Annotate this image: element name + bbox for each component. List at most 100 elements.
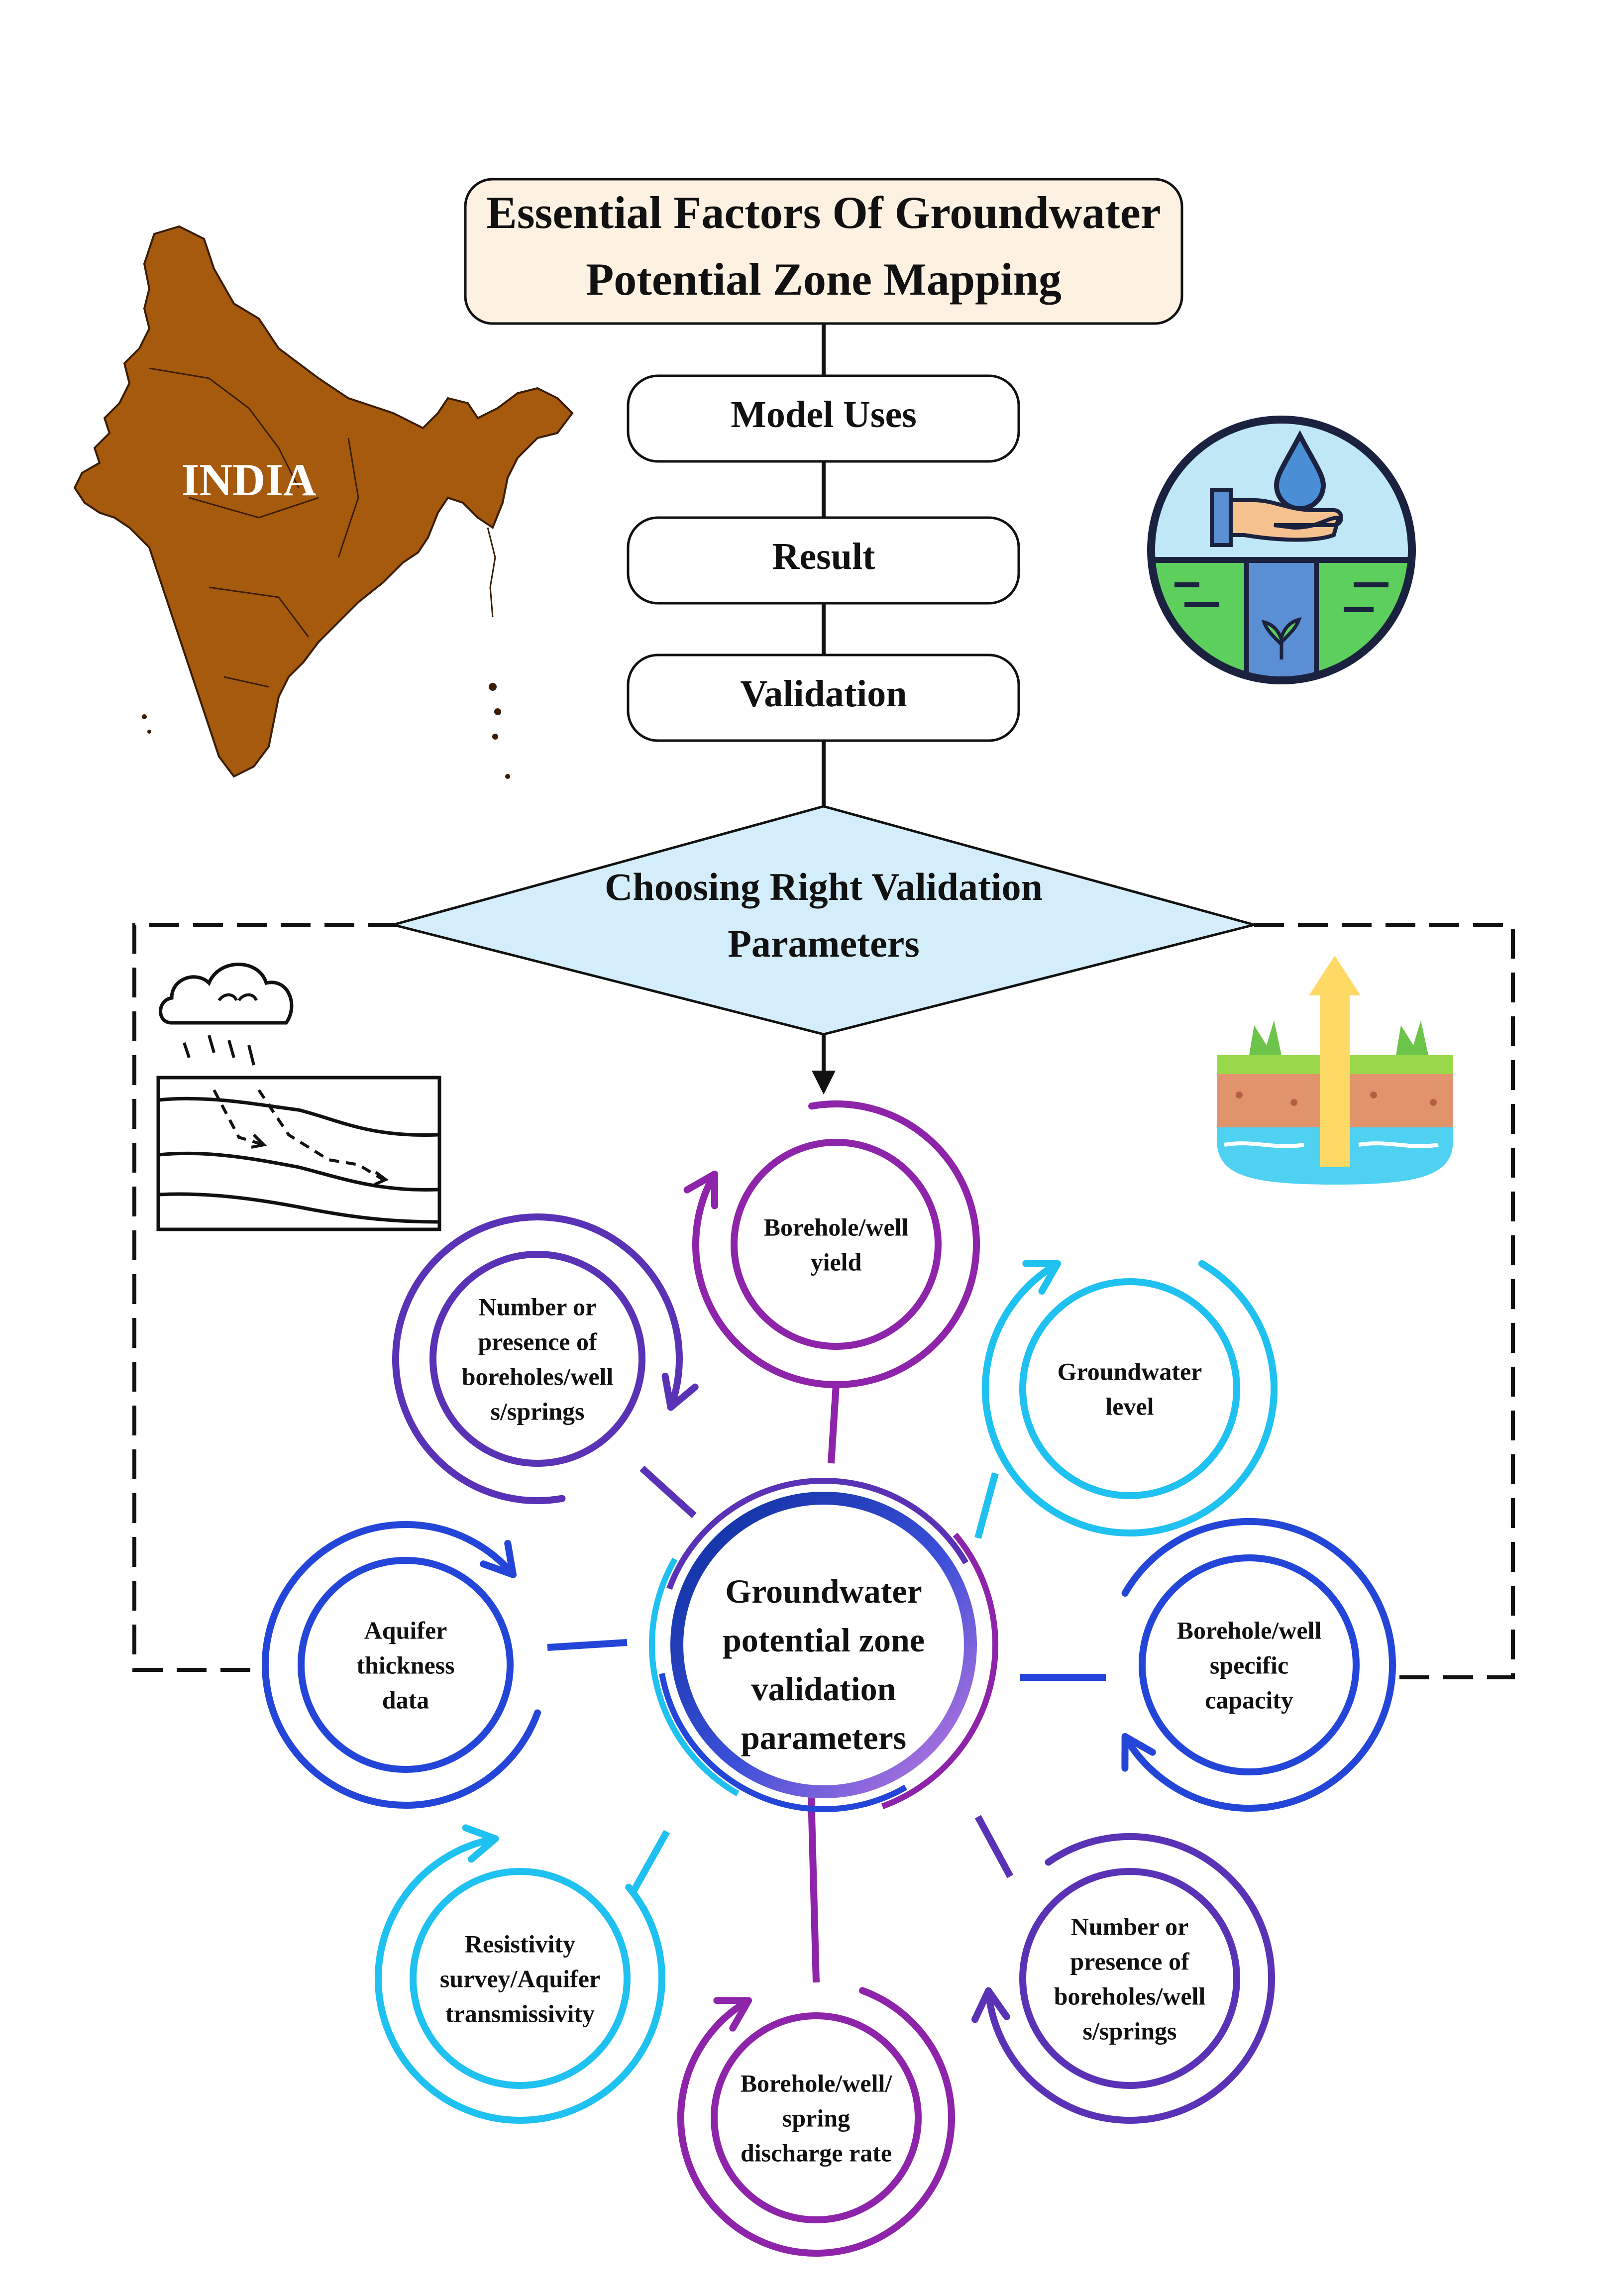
node-connector	[808, 1796, 820, 1983]
node-outer-arc	[392, 1213, 683, 1504]
node-resistivity-survey-aquifer-transmissivity: Resistivity survey/Aquifer transmissivity	[440, 1930, 600, 2028]
rain-infiltration-icon	[156, 963, 441, 1231]
node-arrowhead	[1022, 1260, 1061, 1295]
node-number-or-presence-left: Number or presence of boreholes/well s/spri…	[462, 1293, 614, 1425]
node-outer-arc	[982, 1260, 1278, 1536]
parameter-nodes: Borehole/wellyieldGroundwaterlevelBoreho…	[356, 1213, 1321, 2167]
node-label-line: presence of	[478, 1328, 598, 1356]
node-connector	[629, 1830, 670, 1896]
center-hub: Groundwater potential zone validation pa…	[670, 1492, 977, 1798]
node-ring-number-or-presence-left	[392, 1213, 699, 1519]
hub-swirl-arc	[648, 1557, 740, 1796]
node-borehole-well-yield: Borehole/well yield	[764, 1213, 909, 1276]
node-outer-arc	[692, 1100, 980, 1388]
node-ring-borehole-well-specific-capacity	[1020, 1518, 1396, 1812]
hub-swirl-arc	[659, 1673, 907, 1812]
node-ring-groundwater-level	[974, 1260, 1278, 1539]
india-map-icon: INDIA	[73, 225, 574, 779]
node-arrowhead	[661, 1372, 699, 1411]
node-label-line: specific	[1210, 1651, 1288, 1679]
dashed-bracket-right	[1254, 923, 1515, 1679]
node-arrowhead	[713, 1997, 752, 2032]
node-number-or-presence-right: Number or presence of boreholes/well s/spri…	[1054, 1913, 1206, 2045]
title-box: Essential Factors Of Groundwater Potenti…	[464, 178, 1183, 325]
node-connector	[547, 1639, 628, 1651]
step-label: Model Uses	[731, 394, 917, 436]
node-label-line: Number or	[479, 1293, 597, 1321]
node-label-line: presence of	[1070, 1948, 1190, 1975]
node-borehole-well-specific-capacity: Borehole/well specific capacity	[1177, 1617, 1322, 1714]
node-arrowhead	[480, 1540, 517, 1578]
node-label-line: Aquifer	[364, 1617, 447, 1644]
node-label-line: discharge rate	[741, 2139, 892, 2167]
node-outer-arc	[677, 1987, 955, 2257]
decision-line-1: Choosing Right Validation	[605, 865, 1043, 908]
node-circle	[1019, 1278, 1240, 1499]
node-label-line: survey/Aquifer	[440, 1965, 600, 1993]
node-arrowhead	[971, 1987, 1010, 2023]
node-connector	[974, 1815, 1014, 1878]
node-circle	[1139, 1554, 1360, 1775]
node-ring-resistivity-survey-aquifer-transmissivity	[375, 1824, 670, 2124]
node-aquifer-thickness-data: Aquifer thickness data	[356, 1617, 454, 1714]
center-line-1: Groundwater	[725, 1572, 922, 1610]
node-label-line: boreholes/well	[1054, 1982, 1206, 2010]
node-label-line: Borehole/well	[1177, 1617, 1322, 1644]
node-label-line: boreholes/well	[462, 1363, 614, 1391]
node-circle	[298, 1557, 514, 1773]
center-line-2: potential zone	[723, 1621, 925, 1659]
node-ring-borehole-well-yield	[683, 1100, 980, 1464]
step-label: Validation	[740, 673, 907, 715]
node-ring-borehole-well-spring-discharge-rate	[677, 1796, 955, 2257]
node-label-line: transmissivity	[445, 2000, 595, 2028]
node-connector	[828, 1384, 840, 1464]
node-circle	[429, 1251, 645, 1467]
node-arrowhead	[1121, 1733, 1156, 1772]
dashed-bracket-left	[132, 923, 398, 1672]
node-label-line: Number or	[1071, 1913, 1189, 1941]
node-label-line: level	[1105, 1393, 1154, 1421]
node-groundwater-level: Groundwater level	[1058, 1358, 1202, 1421]
step-validation: Validation	[627, 654, 1020, 742]
node-circle	[731, 1139, 942, 1350]
node-label-line: thickness	[356, 1651, 454, 1679]
hub-swirl-arc	[881, 1532, 998, 1809]
node-connector	[974, 1472, 999, 1539]
node-outer-arc	[375, 1835, 665, 2124]
node-outer-arc	[262, 1521, 541, 1809]
node-label-line: Borehole/well/	[741, 2070, 893, 2097]
node-label-line: capacity	[1205, 1686, 1293, 1714]
hub-swirl-arc	[666, 1477, 968, 1590]
node-circle	[410, 1868, 631, 2089]
node-borehole-well-spring-discharge-rate: Borehole/well/spring discharge rate	[741, 2070, 893, 2167]
node-circle	[1019, 1868, 1240, 2089]
node-label-line: Resistivity	[465, 1930, 575, 1958]
node-ring-aquifer-thickness-data	[262, 1521, 628, 1809]
center-line-4: parameters	[741, 1719, 906, 1756]
step-label: Result	[772, 536, 875, 577]
node-label-line: yield	[811, 1248, 862, 1276]
node-label-line: data	[382, 1686, 429, 1714]
node-label-line: Groundwater	[1058, 1358, 1202, 1386]
center-line-3: validation	[751, 1670, 896, 1708]
decision-diamond: Choosing Right Validation Parameters	[388, 805, 1259, 1036]
step-result: Result	[627, 516, 1020, 605]
title-line-1: Essential Factors Of Groundwater	[486, 187, 1161, 238]
map-label: INDIA	[182, 454, 317, 505]
node-label-line: Borehole/well	[764, 1213, 909, 1241]
validation-parameter-wheel	[262, 1100, 1396, 2257]
node-label-line: spring	[782, 2104, 850, 2132]
node-label-line: s/springs	[1083, 2017, 1177, 2045]
water-hand-icon	[1147, 416, 1416, 684]
node-connector	[640, 1465, 697, 1519]
node-circle	[711, 2012, 922, 2223]
title-line-2: Potential Zone Mapping	[586, 254, 1062, 305]
node-ring-number-or-presence-right	[971, 1815, 1275, 2124]
node-arrowhead	[462, 1824, 499, 1863]
node-outer-arc	[985, 1833, 1275, 2124]
groundwater-well-icon	[1217, 956, 1453, 1185]
node-arrowhead	[683, 1171, 718, 1209]
node-label-line: s/springs	[491, 1398, 585, 1425]
